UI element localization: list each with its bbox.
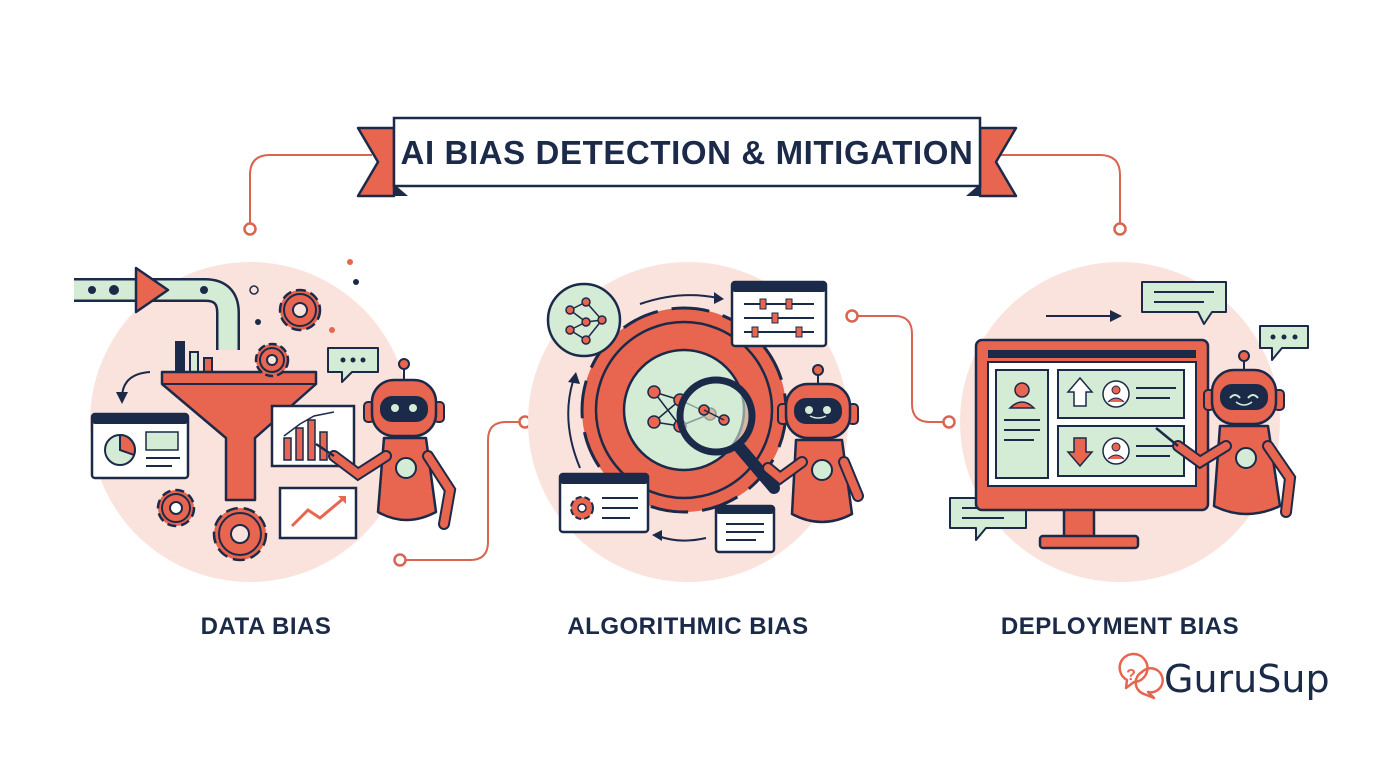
connector-title-right [1000, 154, 1121, 228]
list-window-icon [714, 504, 776, 554]
trend-chart-window-icon [278, 486, 358, 540]
monitor-icon [974, 338, 1210, 550]
stage-label-data-bias: DATA BIAS [201, 613, 332, 640]
stage-label-deployment-bias: DEPLOYMENT BIAS [1001, 613, 1239, 640]
ribbon-right-tail [978, 126, 1018, 198]
gear-icon [278, 288, 322, 332]
arrow-icon [567, 377, 581, 469]
robot-icon [315, 358, 457, 530]
brand-name: GuruSup [1164, 657, 1330, 701]
stage-algorithmic-bias [528, 262, 864, 582]
decor-dots [249, 259, 359, 333]
speech-bubble-question-icon: ? [1118, 652, 1164, 700]
stage-label-algorithmic-bias: ALGORITHMIC BIAS [567, 613, 808, 640]
chat-bubble-icon [1259, 325, 1309, 361]
stage-data-bias [74, 259, 457, 582]
sliders-window-icon [730, 280, 828, 348]
gear-icon [212, 506, 268, 562]
title-ribbon: AI BIAS DETECTION & MITIGATION [356, 116, 1018, 198]
ribbon-left-tail [356, 126, 396, 198]
arrow-icon [639, 294, 719, 305]
brand-logo: ? GuruSup [1118, 652, 1330, 701]
gear-icon [156, 488, 196, 528]
svg-text:?: ? [1126, 667, 1136, 684]
neural-network-icon [546, 282, 622, 358]
funnel-icon [160, 370, 318, 502]
connectors [249, 154, 1121, 561]
connector-dots [243, 222, 1127, 567]
chat-bubble-icon [327, 347, 379, 383]
robot-icon [762, 364, 864, 524]
connector-data-to-algorithmic [400, 421, 524, 561]
page-title: AI BIAS DETECTION & MITIGATION [401, 134, 974, 171]
gear-icon [254, 342, 290, 378]
connector-title-left [249, 154, 372, 228]
robot-icon [1155, 350, 1297, 518]
pie-chart-window-icon [90, 412, 190, 480]
chat-bubble-icon [1141, 281, 1227, 325]
data-pipe-icon [74, 266, 240, 350]
ribbon-banner [392, 116, 982, 188]
stage-deployment-bias [949, 262, 1309, 582]
connector-algorithmic-to-deployment [852, 315, 948, 423]
settings-window-icon [558, 472, 650, 534]
magnifier-icon [676, 376, 780, 494]
